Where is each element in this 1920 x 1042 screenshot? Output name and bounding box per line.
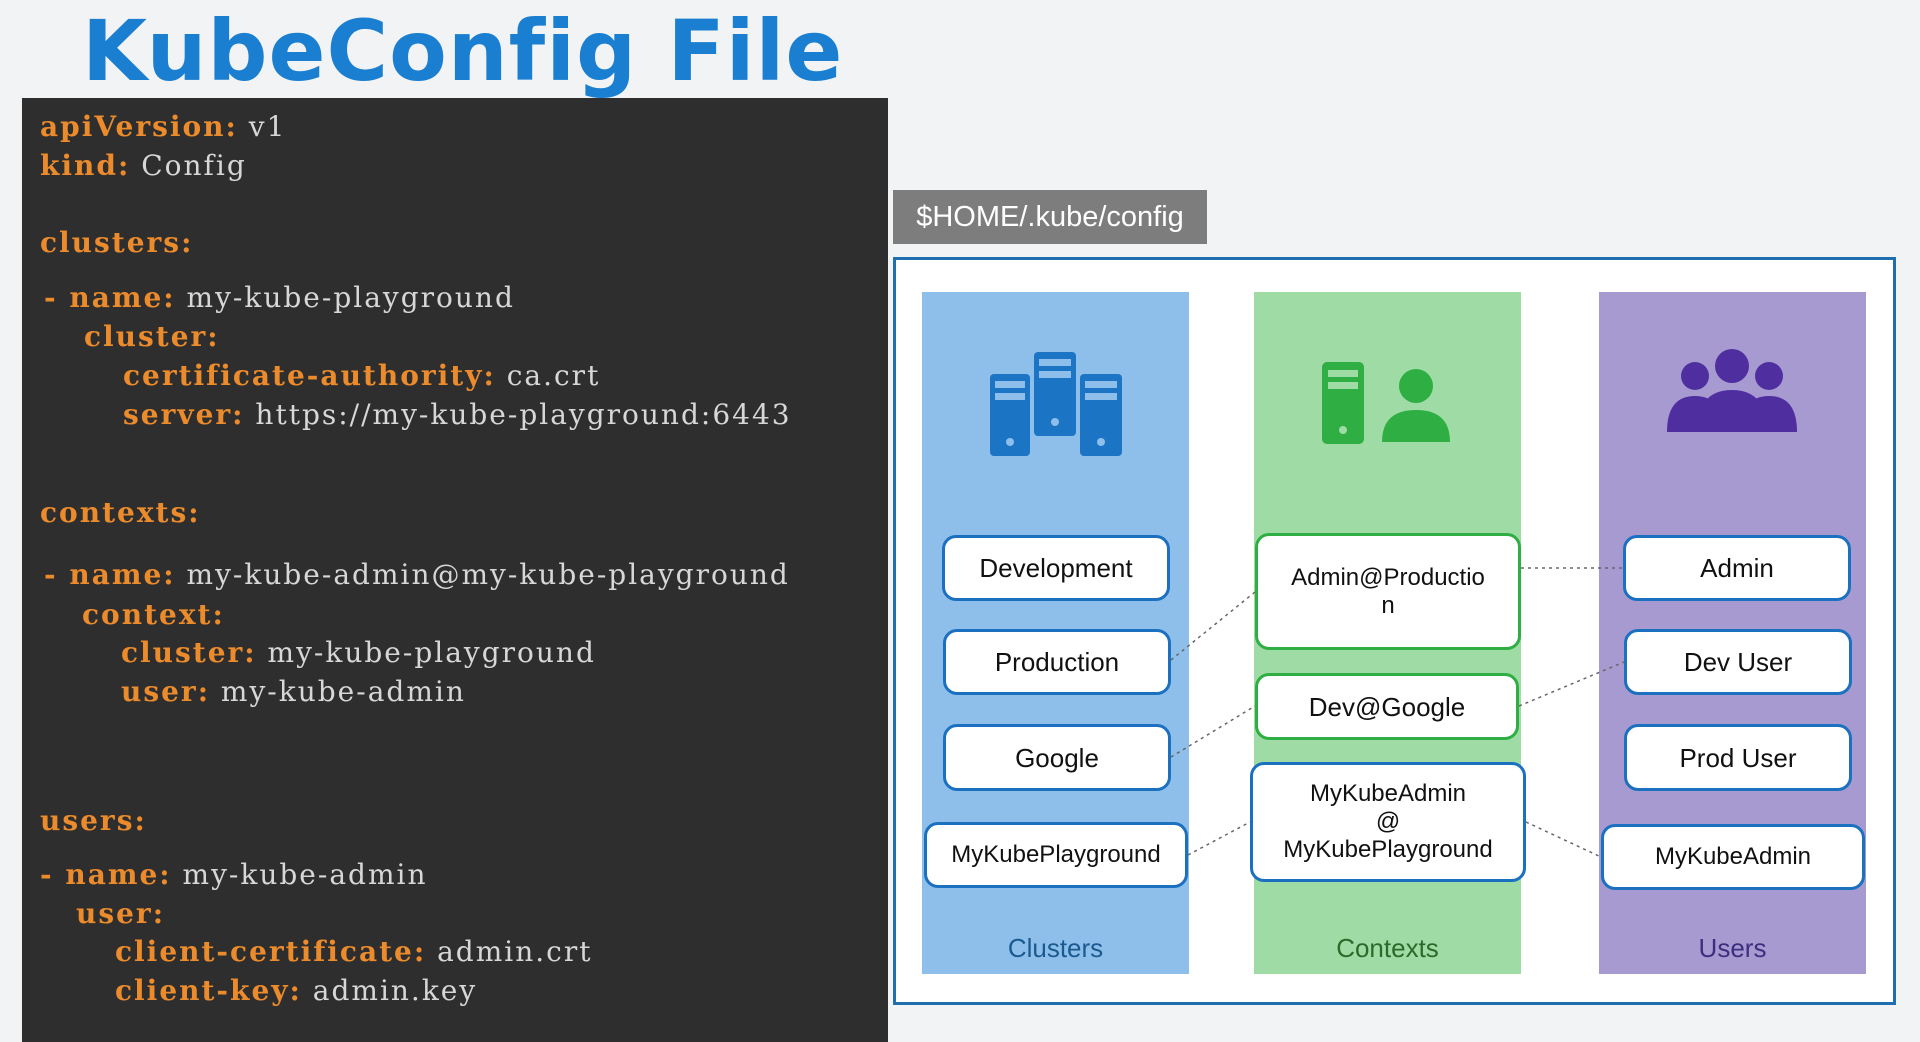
server-cluster-icon [990, 352, 1122, 456]
config-path-label: $HOME/.kube/config [893, 190, 1207, 244]
users-label: Users [1698, 933, 1767, 963]
contexts-label: Contexts [1336, 933, 1439, 963]
user-item-admin[interactable]: Admin [1623, 535, 1851, 601]
code-line: - name: my-kube-playground [44, 281, 515, 314]
code-line: context: [82, 598, 225, 631]
server-user-icon [1322, 362, 1450, 444]
page-title: KubeConfig File [82, 2, 844, 100]
code-line: users: [40, 804, 147, 837]
code-line: cluster: my-kube-playground [121, 636, 596, 669]
code-line: contexts: [40, 496, 201, 529]
code-line: cluster: [84, 320, 220, 353]
cluster-item-development[interactable]: Development [942, 535, 1170, 601]
code-line: user: [76, 897, 166, 930]
code-line: apiVersion: v1 [40, 110, 287, 143]
code-line: clusters: [40, 226, 194, 259]
code-line: certificate-authority: ca.crt [123, 359, 601, 392]
context-item-dev-google[interactable]: Dev@Google [1255, 673, 1519, 740]
code-line: - name: my-kube-admin [40, 858, 428, 891]
code-line: client-key: admin.key [115, 974, 478, 1007]
code-line: - name: my-kube-admin@my-kube-playground [44, 558, 790, 591]
code-line: server: https://my-kube-playground:6443 [123, 398, 792, 431]
cluster-item-google[interactable]: Google [943, 724, 1171, 791]
context-item-admin-production[interactable]: Admin@Productio n [1255, 533, 1521, 650]
user-item-dev-user[interactable]: Dev User [1624, 629, 1852, 695]
code-line: client-certificate: admin.crt [115, 935, 593, 968]
user-item-mykubeadmin[interactable]: MyKubeAdmin [1601, 824, 1865, 890]
clusters-label: Clusters [1007, 933, 1104, 963]
user-group-icon [1667, 349, 1797, 432]
user-item-prod-user[interactable]: Prod User [1624, 724, 1852, 791]
code-line: kind: Config [40, 149, 247, 182]
cluster-item-mykubeplayground[interactable]: MyKubePlayground [924, 822, 1188, 888]
yaml-code-panel: apiVersion: v1 kind: Config clusters: - … [22, 98, 888, 1042]
cluster-item-production[interactable]: Production [943, 629, 1171, 695]
context-item-mykubeadmin-mykubeplayground[interactable]: MyKubeAdmin @ MyKubePlayground [1250, 762, 1526, 882]
code-line: user: my-kube-admin [121, 675, 466, 708]
